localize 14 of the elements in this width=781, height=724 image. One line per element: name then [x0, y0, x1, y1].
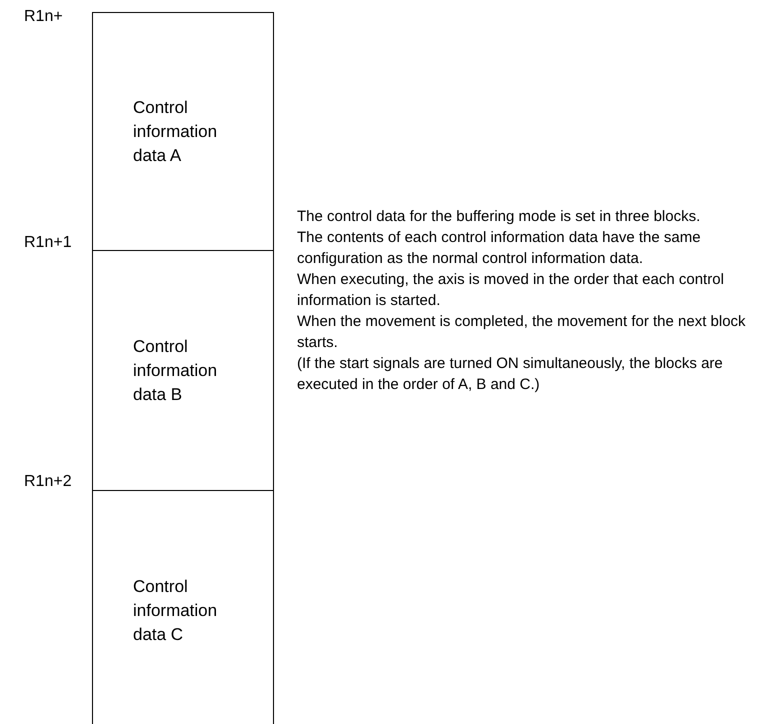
address-label: R1n+2	[24, 473, 72, 491]
description-paragraph: The control data for the buffering mode is set in three blocks.	[297, 207, 702, 227]
block-label: Control information data B	[133, 336, 218, 406]
memory-block	[92, 490, 274, 724]
description-paragraph: (If the start signals are turned ON simultaneously, the blocks are executed in the order of A, B and C.)	[297, 354, 724, 395]
block-label: Control information data A	[133, 96, 218, 166]
description-paragraph: When executing, the axis is moved in the order that each control information is started.	[297, 270, 725, 311]
memory-block	[92, 250, 274, 491]
memory-block	[92, 12, 274, 251]
block-label: Control information data C	[133, 576, 218, 646]
description-paragraph: When the movement is completed, the movement for the next block starts.	[297, 312, 747, 353]
description-paragraph: The contents of each control information data have the same configuration as the normal control information data.	[297, 228, 702, 269]
address-label: R1n+	[24, 8, 63, 26]
address-label: R1n+1	[24, 234, 72, 252]
